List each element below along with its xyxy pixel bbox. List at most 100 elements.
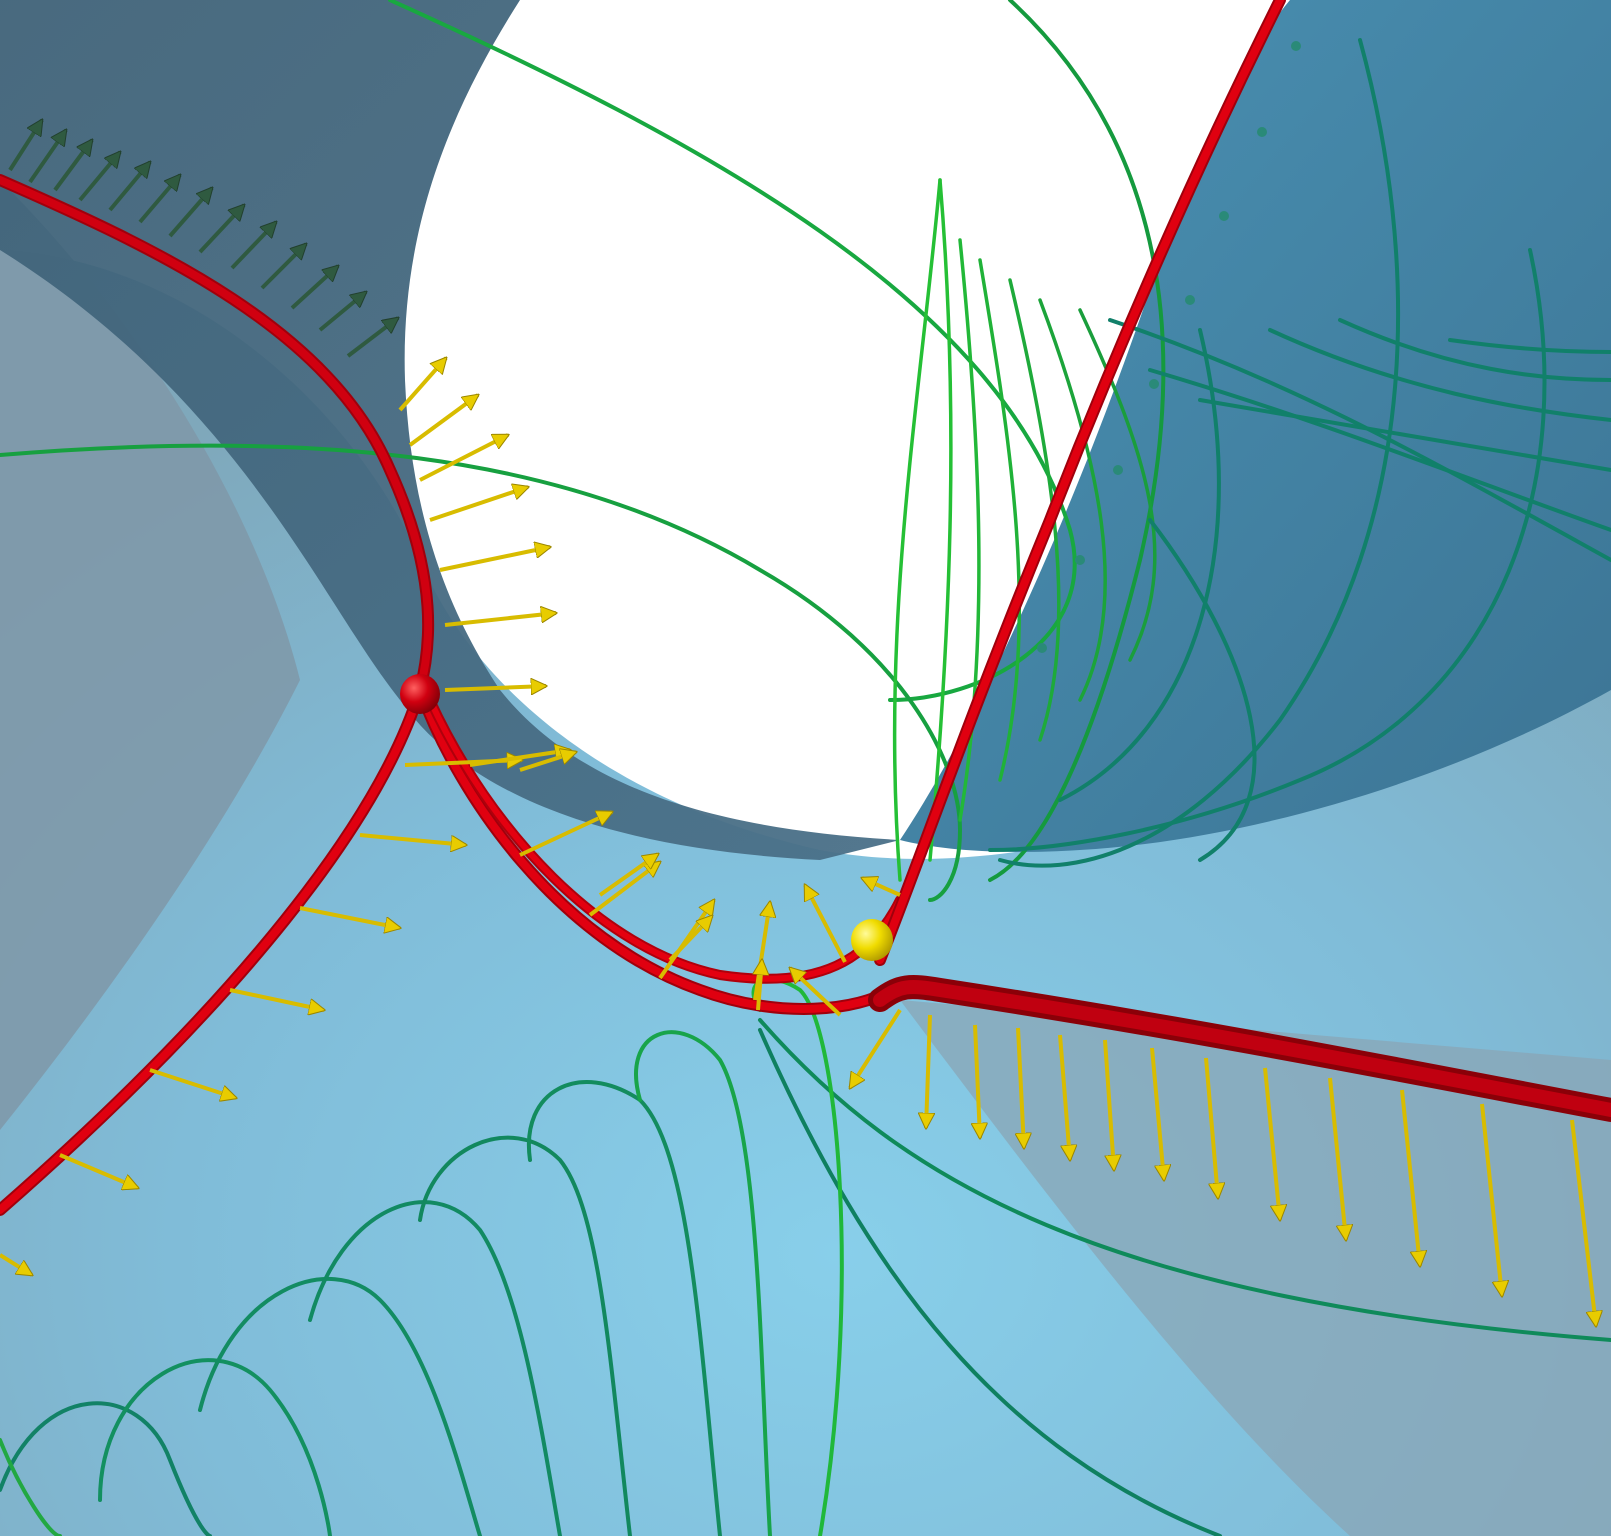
glyph-arrow (198, 205, 244, 254)
streamline (988, 0, 1166, 882)
glyph-arrow (229, 988, 324, 1010)
glyph-arrow (598, 852, 658, 897)
streamline (1198, 398, 1611, 472)
glyph-dot (1185, 295, 1195, 305)
streamline (1108, 318, 1611, 562)
glyph-arrow (0, 1253, 32, 1277)
separatrix-right-flat (873, 980, 1611, 1117)
glyph-arrow (753, 902, 770, 1001)
streamline (1448, 338, 1611, 354)
glyph-arrow (230, 222, 276, 270)
glyph-arrow (803, 885, 847, 963)
streamline (0, 443, 963, 902)
streamline (998, 38, 1401, 868)
streamline (758, 1028, 1222, 1536)
streamline (0, 1438, 62, 1536)
glyph-arrow (398, 358, 446, 412)
glyph-arrow (359, 833, 466, 845)
glyph-arrow (149, 1068, 236, 1098)
glyph-arrow (59, 1153, 138, 1188)
glyph-arrow (1058, 1034, 1070, 1160)
streamline (1338, 318, 1611, 382)
glyph-dot (1219, 211, 1229, 221)
glyph-arrow (108, 162, 150, 212)
glyph-dot (1037, 643, 1047, 653)
glyph-arrow (1204, 1057, 1218, 1198)
glyph-arrow (439, 547, 550, 572)
surface-grey-right (900, 1000, 1611, 1536)
glyph-arrow (408, 395, 478, 447)
glyph-arrow (53, 140, 92, 192)
glyph-arrow (419, 433, 508, 482)
glyph-arrow (8, 120, 44, 172)
streamline (928, 178, 953, 862)
critical-point-saddle (400, 674, 440, 714)
glyph-arrow (848, 1008, 902, 1088)
glyph-arrow (318, 292, 366, 332)
streamline (308, 1200, 562, 1536)
glyph-arrow (469, 750, 570, 767)
glyph-arrow (1018, 1027, 1024, 1148)
glyph-arrow (519, 752, 576, 772)
glyph-arrow (1103, 1039, 1114, 1170)
glyph-arrow (444, 613, 556, 627)
glyph-arrow (758, 960, 762, 1011)
streamline (98, 1358, 332, 1536)
streamline (418, 1135, 632, 1536)
separatrix-lower-left (0, 686, 424, 1214)
glyph-arrow (588, 862, 660, 917)
streamline (758, 1018, 1611, 1342)
glyph-arrow (519, 810, 612, 857)
glyph-dot (1075, 555, 1085, 565)
glyph-arrow (290, 266, 338, 310)
streamline (892, 178, 942, 882)
glyph-arrow (1480, 1103, 1502, 1296)
separatrix-upper-left (0, 176, 433, 694)
glyph-arrow (975, 1024, 980, 1138)
glyph-arrow (1150, 1047, 1164, 1180)
glyph-arrow (658, 900, 716, 980)
streamline (988, 248, 1547, 852)
glyph-arrow (862, 878, 901, 897)
critical-point-node (851, 919, 893, 961)
glyph-arrow (790, 968, 842, 1017)
streamline (1008, 278, 1061, 742)
surface-dark-left (0, 0, 900, 860)
glyph-dot (1291, 41, 1301, 51)
separatrix-right-rising (876, 0, 1284, 964)
glyph-arrow (168, 188, 212, 238)
vector-glyphs (0, 358, 1596, 1326)
glyph-arrow (138, 175, 180, 224)
streamline (958, 238, 981, 822)
glyph-arrow (1263, 1067, 1280, 1220)
vector-glyphs-small (1037, 41, 1301, 653)
glyph-arrow (1400, 1089, 1420, 1266)
streamline (1038, 298, 1107, 702)
glyph-arrow (444, 686, 546, 690)
glyph-arrow (668, 916, 712, 962)
glyph-arrow (28, 130, 68, 184)
glyph-arrow (926, 1014, 930, 1128)
glyph-arrow (346, 318, 398, 358)
streamline (978, 258, 1022, 782)
streamline (1148, 518, 1257, 862)
glyph-arrow (260, 244, 306, 290)
surface-dark-right (900, 0, 1611, 852)
glyph-arrow (78, 152, 120, 202)
glyph-dot (1149, 379, 1159, 389)
glyph-dot (1257, 127, 1267, 137)
streamline (1268, 328, 1611, 422)
streamline (388, 0, 1077, 702)
streamline (1058, 328, 1221, 802)
glyph-dot (1113, 465, 1123, 475)
glyph-arrow (429, 487, 528, 522)
glyph-arrow (1328, 1077, 1346, 1240)
streamline (634, 1030, 772, 1536)
surface-grey-left (0, 180, 300, 1130)
glyph-arrow (1570, 1119, 1596, 1326)
streamline (1148, 368, 1611, 532)
streamline (0, 1401, 212, 1536)
glyph-arrow (299, 906, 400, 928)
